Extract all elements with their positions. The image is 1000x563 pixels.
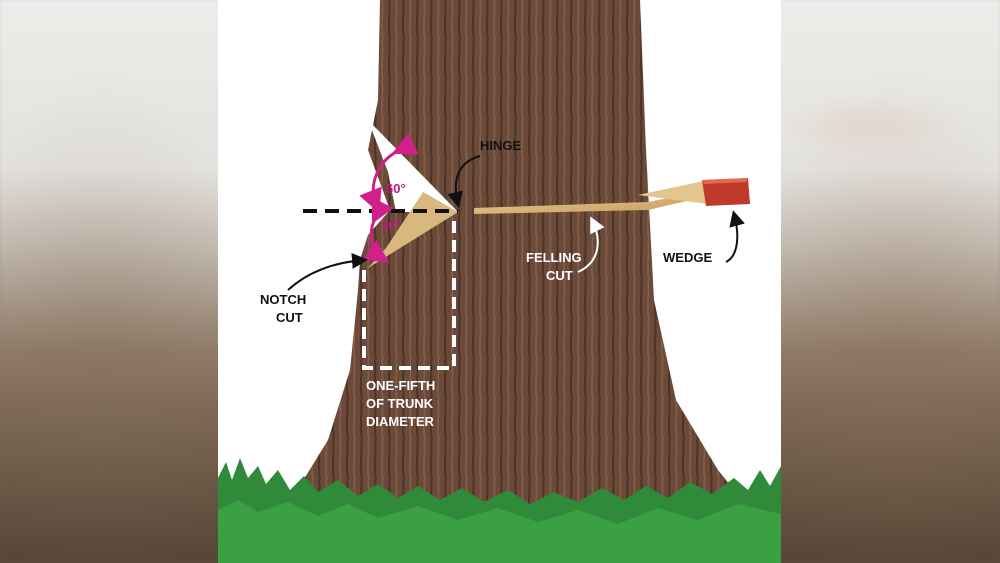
wedge-top (702, 178, 748, 184)
angle-60-label: 60° (386, 181, 406, 196)
notch-cut-label-line1: NOTCH (260, 292, 306, 307)
depth-label-line3: DIAMETER (366, 414, 435, 429)
felling-cut-arrow (577, 216, 605, 273)
wedge-body (638, 180, 708, 204)
diagram-panel: 60° 30° HINGE NOTCH CUT FELLING CUT WEDG… (218, 0, 781, 563)
tree-felling-diagram: 60° 30° HINGE NOTCH CUT FELLING CUT WEDG… (218, 0, 781, 563)
notch-cut-label-line2: CUT (276, 310, 303, 325)
felling-cut-label-line2: CUT (546, 268, 573, 283)
notch-cut-arrow (287, 252, 368, 291)
angle-30-label: 30° (381, 218, 401, 233)
tree-trunk (248, 0, 781, 563)
depth-label-line2: OF TRUNK (366, 396, 434, 411)
depth-label-line1: ONE-FIFTH (366, 378, 435, 393)
wedge-arrow (725, 210, 745, 263)
grass-highlights (218, 500, 781, 563)
hinge-arrow (447, 155, 481, 208)
one-fifth-diameter-box (362, 214, 456, 370)
blurred-background-right (780, 0, 1000, 563)
wedge-label: WEDGE (663, 250, 712, 265)
angle-arrow-30 (362, 197, 394, 263)
felling-cut (474, 190, 708, 214)
hinge-label: HINGE (480, 138, 522, 153)
felling-cut-label-line1: FELLING (526, 250, 582, 265)
wedge (702, 178, 750, 206)
blurred-background-left (0, 0, 218, 563)
